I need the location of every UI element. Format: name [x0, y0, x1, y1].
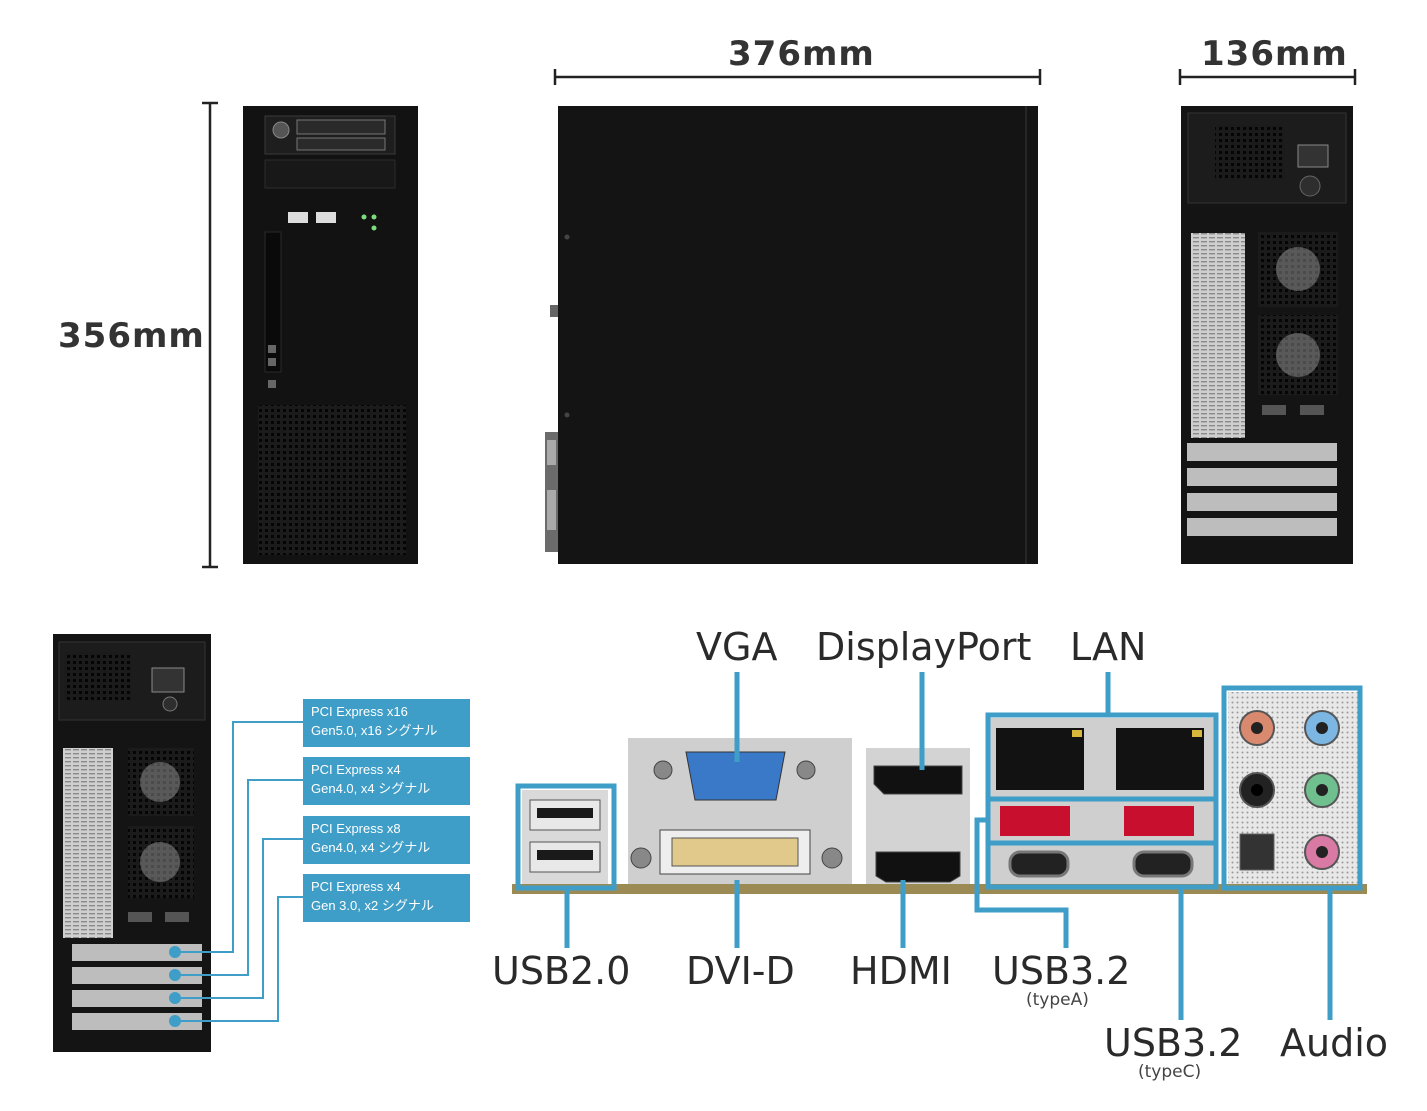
- pci-leader-lines: [181, 721, 303, 1022]
- audio-port-label: Audio: [1280, 1021, 1389, 1065]
- pci-slot-1-type: PCI Express x16: [311, 704, 408, 719]
- usb20-port-label: USB2.0: [492, 949, 631, 993]
- pci-slot-3-label: PCI Express x8 Gen4.0, x4 シグナル: [303, 816, 470, 864]
- pci-slot-4-type: PCI Express x4: [311, 879, 401, 894]
- lan-port-label: LAN: [1070, 625, 1147, 669]
- port-callouts: [515, 672, 1363, 1020]
- dimension-lines: [202, 69, 1357, 569]
- pci-slot-3-signal: Gen4.0, x4 シグナル: [311, 840, 431, 855]
- usb32-typea-port-label: USB3.2: [992, 949, 1131, 993]
- width-dimension-label: 376mm: [728, 34, 875, 74]
- height-dimension-label: 356mm: [58, 316, 205, 356]
- rear-view: [1181, 106, 1353, 564]
- side-view: [545, 106, 1038, 564]
- front-view: [243, 106, 418, 564]
- hdmi-port-label: HDMI: [850, 949, 952, 993]
- pci-slot-1-label: PCI Express x16 Gen5.0, x16 シグナル: [303, 699, 470, 747]
- pci-slot-1-signal: Gen5.0, x16 シグナル: [311, 723, 438, 738]
- usb32-typec-port-label: USB3.2: [1104, 1021, 1243, 1065]
- vga-port-label: VGA: [696, 625, 778, 669]
- displayport-port-label: DisplayPort: [816, 625, 1032, 669]
- pci-slot-4-signal: Gen 3.0, x2 シグナル: [311, 898, 434, 913]
- pci-slot-4-label: PCI Express x4 Gen 3.0, x2 シグナル: [303, 874, 470, 922]
- pci-slot-3-type: PCI Express x8: [311, 821, 401, 836]
- pci-slot-2-label: PCI Express x4 Gen4.0, x4 シグナル: [303, 757, 470, 805]
- depth-dimension-label: 136mm: [1201, 34, 1348, 74]
- usb32-typec-sublabel: (typeC): [1138, 1062, 1202, 1082]
- usb32-typea-sublabel: (typeA): [1026, 990, 1089, 1010]
- pci-slot-2-signal: Gen4.0, x4 シグナル: [311, 781, 431, 796]
- io-panel: [512, 692, 1367, 894]
- dvid-port-label: DVI-D: [686, 949, 795, 993]
- pci-slot-2-type: PCI Express x4: [311, 762, 401, 777]
- rear-view-small: [53, 634, 211, 1052]
